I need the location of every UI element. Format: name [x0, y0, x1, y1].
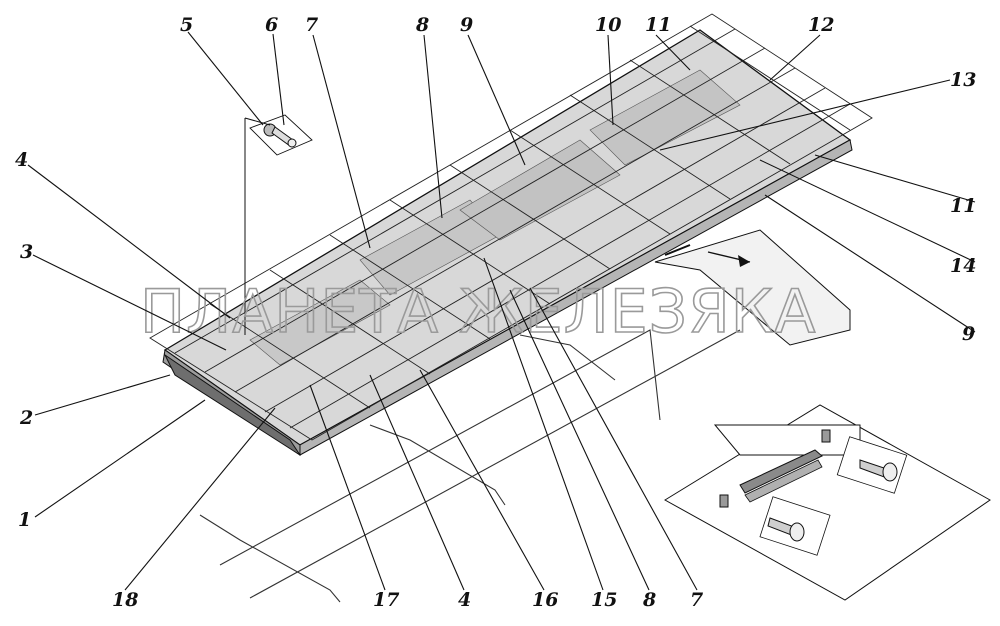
callout-labels: 5 6 7 8 9 10 11 12 13 4 3 11 14 9 2 1 18… — [15, 14, 976, 611]
panel-section — [249, 279, 391, 366]
panel-section — [589, 69, 741, 166]
callout-4: 4 — [15, 149, 28, 171]
callout-9: 9 — [962, 323, 975, 345]
callout-14: 14 — [950, 255, 976, 277]
callout-17: 17 — [373, 589, 399, 611]
callout-12: 12 — [808, 14, 834, 36]
rail-strip — [744, 459, 823, 503]
callout-13: 13 — [950, 69, 976, 91]
bolt-detail — [244, 114, 313, 335]
rod — [249, 329, 741, 599]
callout-4: 4 — [458, 589, 471, 611]
support-rods — [199, 329, 741, 603]
rod — [199, 514, 341, 603]
leader-lines — [27, 31, 976, 591]
callout-7: 7 — [305, 14, 318, 36]
rod — [519, 334, 616, 381]
callout-3: 3 — [20, 241, 33, 263]
watermark: ПЛАНЕТА ЖЕЛЕЗЯКА — [140, 277, 816, 347]
callout-9: 9 — [460, 14, 473, 36]
callout-8: 8 — [415, 14, 429, 36]
callout-15: 15 — [591, 589, 617, 611]
callout-8: 8 — [642, 589, 656, 611]
rod — [219, 329, 661, 566]
callout-10: 10 — [595, 14, 621, 36]
end-cap — [163, 353, 301, 456]
callout-1: 1 — [18, 509, 31, 531]
callout-2: 2 — [19, 407, 33, 429]
frame-outline — [149, 13, 873, 441]
clip — [719, 494, 729, 508]
shelf-body — [162, 29, 853, 456]
callout-11: 11 — [645, 14, 671, 36]
callout-18: 18 — [112, 589, 138, 611]
rail-strip — [739, 449, 823, 494]
shelf-side-face — [299, 139, 853, 456]
screw — [759, 496, 831, 556]
bolt-head — [287, 138, 297, 148]
callout-11: 11 — [950, 195, 976, 217]
screw — [836, 436, 908, 494]
callout-5: 5 — [180, 14, 193, 36]
fastener-inset — [664, 404, 991, 601]
flow-arrow-head — [738, 255, 750, 267]
callout-16: 16 — [532, 589, 558, 611]
air-guide-detail — [654, 229, 851, 346]
callout-7: 7 — [690, 589, 703, 611]
air-guide — [654, 229, 851, 346]
callout-6: 6 — [265, 14, 278, 36]
clip — [821, 429, 831, 443]
rod — [369, 424, 506, 506]
panel-section — [459, 139, 621, 241]
lattice-frame — [149, 13, 873, 441]
inset-leader-box — [713, 424, 861, 456]
guide-strip — [664, 244, 691, 256]
